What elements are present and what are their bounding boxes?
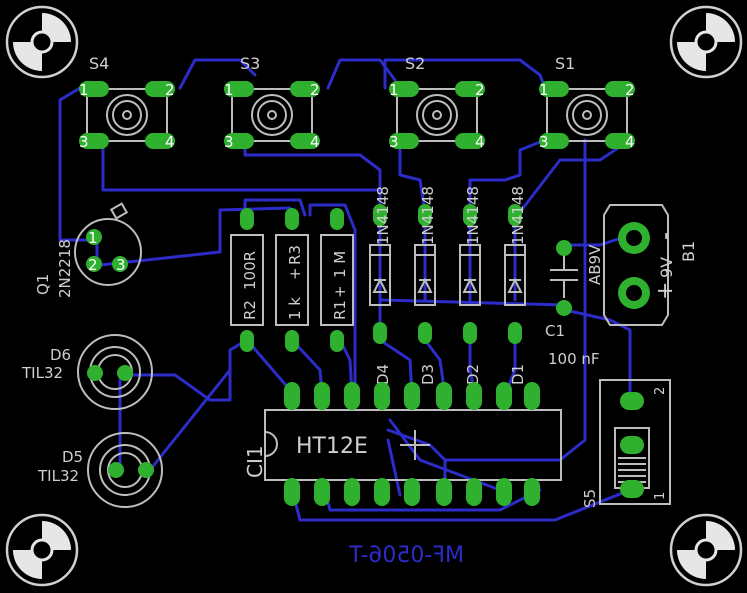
capacitor-ref: C1 xyxy=(545,322,565,340)
led-d5-value: TIL32 xyxy=(37,467,79,485)
switch-s4-pin3: 3 xyxy=(79,133,89,151)
resistor-r3-value: 1 k xyxy=(286,297,304,320)
switch-s1-pin3: 3 xyxy=(539,133,549,151)
led-d6-ref: D6 xyxy=(50,346,71,364)
resistor-r1: R1 1 M + xyxy=(320,208,354,352)
resistor-r2-value: 100R xyxy=(241,251,259,290)
switch-s1: 1 2 3 4 S1 xyxy=(539,54,635,151)
tactile-switches: 1 2 3 4 S4 1 2 3 4 S3 1 2 xyxy=(79,54,635,151)
transistor-q1: 1 2 3 Q1 2N2218 xyxy=(34,202,142,298)
battery-connector-b1: AB9V - 9V + B1 xyxy=(586,204,698,326)
diode-d4: 1N4148 D4 xyxy=(369,186,392,385)
resistor-r3-plus: + xyxy=(286,267,304,280)
switch-s4-pin4: 4 xyxy=(165,133,175,151)
transistor-pin1: 1 xyxy=(88,229,98,247)
switch-s4-pin1: 1 xyxy=(79,81,89,99)
switch-s4-pin2: 2 xyxy=(165,81,175,99)
diode-d1: 1N4148 D1 xyxy=(504,186,527,385)
diode-d3-value: 1N4148 xyxy=(419,186,437,245)
diode-d1-ref: D1 xyxy=(509,364,527,385)
ic-value: HT12E xyxy=(296,434,368,459)
transistor-pin2: 2 xyxy=(88,256,98,274)
switch-s3-pin3: 3 xyxy=(224,133,234,151)
switch-s2-label: S2 xyxy=(405,54,425,73)
switch-s3-pin4: 4 xyxy=(310,133,320,151)
led-d5-ref: D5 xyxy=(62,448,83,466)
transistor-ref: Q1 xyxy=(34,274,52,295)
diode-d4-ref: D4 xyxy=(374,364,392,385)
diode-d4-value: 1N4148 xyxy=(374,186,392,245)
switch-s5-pin2: 2 xyxy=(653,387,668,395)
battery-plus: + xyxy=(653,282,678,300)
mounting-hole-top-left xyxy=(5,5,79,79)
diode-d2-value: 1N4148 xyxy=(464,186,482,245)
switch-s2: 1 2 3 4 S2 xyxy=(389,54,485,151)
battery-minus: - xyxy=(653,232,678,240)
mounting-hole-top-right xyxy=(669,5,743,79)
resistor-r1-value: 1 M xyxy=(331,251,349,278)
transistor-pin3: 3 xyxy=(116,256,126,274)
switch-s5-ref: S5 xyxy=(581,489,599,508)
led-d5: D5 TIL32 xyxy=(37,432,163,508)
battery-ref: B1 xyxy=(679,241,698,262)
switch-s2-pin1: 1 xyxy=(389,81,399,99)
resistor-r3-ref: R3 xyxy=(286,245,304,265)
switch-s5-pin1: 1 xyxy=(653,492,668,500)
switch-s1-pin1: 1 xyxy=(539,81,549,99)
diodes: 1N4148 D4 1N4148 D3 1N4148 D2 xyxy=(369,186,527,385)
diode-d2: 1N4148 D2 xyxy=(459,186,482,385)
switch-s2-pin4: 4 xyxy=(475,133,485,151)
led-d6-value: TIL32 xyxy=(21,364,63,382)
switch-s4: 1 2 3 4 S4 xyxy=(79,54,175,151)
battery-value: 9V xyxy=(657,257,676,278)
resistor-r1-ref: R1 xyxy=(331,300,349,320)
switch-s2-pin2: 2 xyxy=(475,81,485,99)
switch-s3-pin2: 2 xyxy=(310,81,320,99)
diode-d1-value: 1N4148 xyxy=(509,186,527,245)
switch-s2-pin3: 3 xyxy=(389,133,399,151)
resistor-r2: R2 100R xyxy=(230,208,264,352)
diode-d2-ref: D2 xyxy=(464,364,482,385)
transistor-value: 2N2218 xyxy=(56,239,74,298)
slide-switch-s5: 2 1 S5 xyxy=(581,379,671,508)
mounting-hole-bottom-right xyxy=(669,513,743,587)
resistors: R2 100R R3 1 k + R1 1 M + xyxy=(230,208,354,352)
resistor-r3: R3 1 k + xyxy=(275,208,309,352)
ic-ci1: CI1 HT12E xyxy=(243,382,562,506)
ic-bottom-pads xyxy=(284,478,540,506)
switch-s1-pin2: 2 xyxy=(625,81,635,99)
diode-d3: 1N4148 D3 xyxy=(414,186,437,385)
resistor-r2-ref: R2 xyxy=(241,300,259,320)
capacitor-c1: C1 100 nF xyxy=(545,240,600,368)
switch-s3-pin1: 1 xyxy=(224,81,234,99)
mounting-holes xyxy=(5,5,743,587)
switch-s1-label: S1 xyxy=(555,54,575,73)
led-d6: D6 TIL32 xyxy=(21,334,153,410)
ic-top-pads xyxy=(284,382,540,410)
resistor-r1-plus: + xyxy=(331,285,349,298)
switch-s4-label: S4 xyxy=(89,54,109,73)
capacitor-value: 100 nF xyxy=(548,350,600,368)
switch-s3: 1 2 3 4 S3 xyxy=(224,54,320,151)
mounting-hole-bottom-left xyxy=(5,513,79,587)
board-label: MF-0506-T xyxy=(349,543,464,568)
switch-s3-label: S3 xyxy=(240,54,260,73)
battery-type: AB9V xyxy=(586,244,604,285)
diode-d3-ref: D3 xyxy=(419,364,437,385)
switch-s1-pin4: 4 xyxy=(625,133,635,151)
ic-ref: CI1 xyxy=(243,445,267,478)
